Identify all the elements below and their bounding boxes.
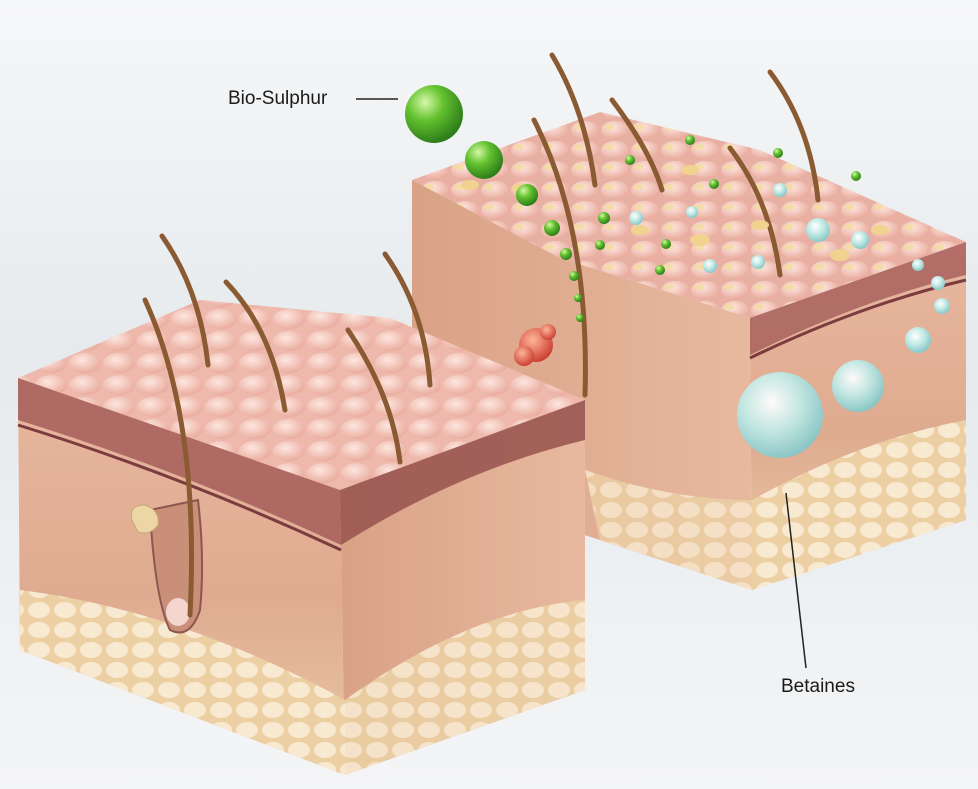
bio-sulphur-sphere — [576, 314, 584, 322]
betaine-bubble — [912, 259, 924, 271]
betaine-small — [773, 183, 787, 197]
betaine-small — [703, 259, 717, 273]
bio-sulphur-small — [709, 179, 719, 189]
betaine-bubble — [934, 298, 950, 314]
bio-sulphur-sphere — [405, 85, 463, 143]
hair-bulb — [166, 598, 190, 626]
bio-sulphur-sphere — [598, 212, 610, 224]
betaine-small — [629, 211, 643, 225]
bio-sulphur-small — [655, 265, 665, 275]
sebum-fleck — [690, 234, 710, 246]
bio-sulphur-sphere — [574, 294, 582, 302]
sebum-fleck — [830, 249, 850, 261]
bio-sulphur-small — [661, 239, 671, 249]
betaine-small — [851, 231, 869, 249]
bio-sulphur-sphere — [560, 248, 572, 260]
bio-sulphur-sphere — [569, 271, 579, 281]
bio-sulphur-sphere — [465, 141, 503, 179]
bio-sulphur-small — [625, 155, 635, 165]
bio-sulphur-small — [773, 148, 783, 158]
sebum-fleck — [631, 225, 649, 235]
betaines-label: Betaines — [781, 676, 855, 698]
betaine-small — [686, 206, 698, 218]
sebum-fleck — [461, 180, 479, 190]
sebum-fleck — [681, 165, 699, 175]
betaine-bubble — [931, 276, 945, 290]
betaine-bubble — [737, 372, 823, 458]
impurity-blob — [540, 324, 556, 340]
betaine-bubble — [832, 360, 884, 412]
bio-sulphur-small — [851, 171, 861, 181]
bio-sulphur-small — [685, 135, 695, 145]
betaine-small — [751, 255, 765, 269]
sebum-fleck — [871, 225, 889, 235]
sebum-fleck — [751, 220, 769, 230]
betaine-small — [806, 218, 830, 242]
betaine-bubble — [905, 327, 931, 353]
bio-sulphur-sphere — [516, 184, 538, 206]
bio-sulphur-sphere — [595, 240, 605, 250]
impurity-blob — [514, 346, 534, 366]
bio-sulphur-sphere — [544, 220, 560, 236]
bio-sulphur-label: Bio-Sulphur — [228, 88, 327, 110]
